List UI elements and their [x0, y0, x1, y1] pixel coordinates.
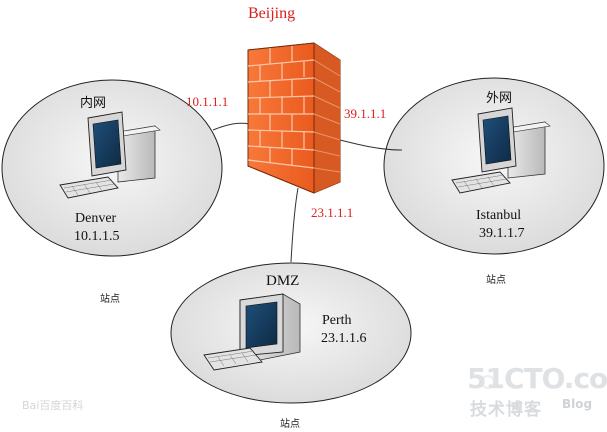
- link-dmz: [290, 187, 299, 263]
- watermark-51cto: 51CTO.com: [467, 362, 607, 395]
- watermark-51cto-blog: Blog: [562, 397, 593, 411]
- interface-inside-ip: 10.1.1.1: [186, 94, 229, 109]
- watermark-51cto-sub: 技术博客: [470, 400, 542, 420]
- zone-outside-title: 外网: [486, 91, 513, 106]
- interface-outside-ip: 39.1.1.1: [344, 106, 387, 121]
- host-denver-name: Denver: [75, 211, 117, 226]
- firewall-icon: [247, 42, 341, 194]
- zone-dmz-title: DMZ: [266, 273, 300, 289]
- host-istanbul-name: Istanbul: [476, 208, 522, 223]
- computer-icon-perth: [203, 293, 301, 371]
- watermark-51cto-logo: [481, 375, 495, 389]
- zone-outside-site-label: 站点: [486, 275, 506, 286]
- interface-dmz-ip: 23.1.1.1: [311, 205, 354, 220]
- computer-icon-denver: [59, 111, 161, 199]
- zone-inside-title: 内网: [80, 96, 107, 111]
- computer-icon-istanbul: [451, 107, 551, 194]
- host-istanbul-ip: 39.1.1.7: [479, 226, 525, 241]
- host-perth-name: Perth: [322, 313, 352, 328]
- host-perth-ip: 23.1.1.6: [321, 331, 367, 346]
- zone-inside-site-label: 站点: [100, 294, 120, 305]
- link-inside: [212, 122, 251, 131]
- zone-dmz-site-label: 站点: [280, 419, 300, 430]
- link-outside: [339, 139, 403, 151]
- watermark-baidu: Bai百度百科: [22, 399, 84, 412]
- firewall-site-label: Beijing: [248, 5, 296, 22]
- host-denver-ip: 10.1.1.5: [74, 229, 120, 244]
